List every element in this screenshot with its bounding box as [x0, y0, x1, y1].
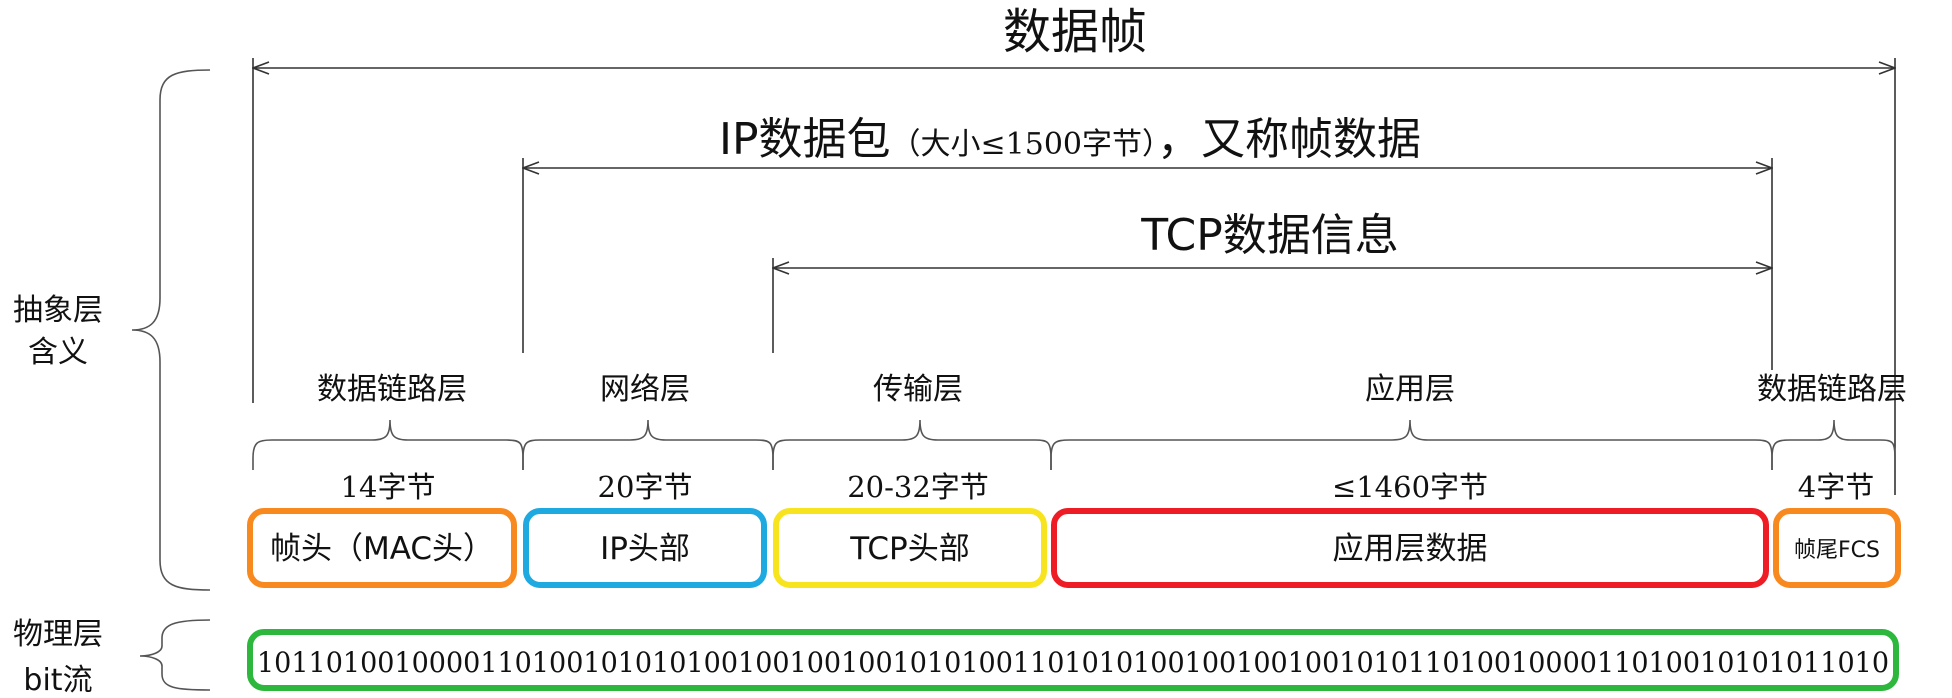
bitstream-value: 1011010010000110100101010100100100100101… — [257, 646, 1889, 679]
segment-fcs-label: 帧尾FCS — [1794, 538, 1880, 563]
segment-tcp-header: 传输层 20-32字节 TCP头部 — [772, 372, 1052, 588]
segment-ip-header: 网络层 20字节 IP头部 — [522, 372, 774, 588]
segment-fcs-box — [1773, 508, 1901, 588]
segment-tcp-brace — [772, 419, 1052, 470]
segment-fcs-trailer: 数据链路层 4字节 帧尾FCS — [1757, 372, 1907, 588]
ip-packet-title-main: IP数据包 — [719, 114, 891, 165]
ip-packet-title-size: （大小≤1500字节） — [891, 127, 1157, 162]
segment-ip-box — [523, 508, 767, 588]
segment-tcp-bytes: 20-32字节 — [847, 470, 989, 504]
abstract-layer-brace — [131, 69, 211, 591]
tcp-info-title: TCP数据信息 — [1140, 210, 1399, 261]
segment-app-brace — [1050, 419, 1773, 470]
abstract-layer-label-line1: 抽象层 — [13, 293, 103, 328]
segment-fcs-brace — [1771, 419, 1896, 470]
ip-packet-title: IP数据包（大小≤1500字节），又称帧数据 — [719, 114, 1421, 165]
segment-fcs-bytes: 4字节 — [1798, 470, 1874, 504]
segment-tcp-layer-label: 传输层 — [873, 372, 963, 407]
physical-layer-label-line2: bit流 — [23, 663, 92, 698]
bitstream: 1011010010000110100101010100100100100101… — [247, 629, 1899, 691]
segment-tcp-box — [773, 508, 1047, 588]
segment-app-bytes: ≤1460字节 — [1332, 470, 1488, 504]
segment-mac-layer-label: 数据链路层 — [317, 372, 467, 407]
segment-mac-header: 数据链路层 14字节 帧头（MAC头） — [247, 372, 524, 588]
segment-mac-box — [247, 508, 517, 588]
segment-ip-label: IP头部 — [600, 531, 690, 567]
segment-mac-label: 帧头（MAC头） — [270, 531, 494, 567]
physical-layer-brace — [139, 619, 211, 691]
segment-tcp-label: TCP头部 — [849, 531, 969, 567]
bitstream-box — [247, 629, 1899, 691]
ip-packet-title-tail: ，又称帧数据 — [1157, 114, 1421, 165]
segment-app-layer-label: 应用层 — [1365, 372, 1455, 407]
frame-title: 数据帧 — [1003, 4, 1147, 60]
abstract-layer-label-line2: 含义 — [28, 335, 88, 370]
physical-layer-label-line1: 物理层 — [13, 617, 103, 652]
segment-app-box — [1051, 508, 1769, 588]
segment-mac-brace — [252, 419, 524, 470]
segment-ip-layer-label: 网络层 — [600, 372, 690, 407]
segment-ip-bytes: 20字节 — [598, 470, 693, 504]
segment-mac-bytes: 14字节 — [341, 470, 436, 504]
segment-fcs-layer-label: 数据链路层 — [1757, 372, 1907, 407]
segment-app-label: 应用层数据 — [1333, 531, 1488, 567]
segment-app-data: 应用层 ≤1460字节 应用层数据 — [1050, 372, 1773, 588]
segment-ip-brace — [522, 419, 774, 470]
